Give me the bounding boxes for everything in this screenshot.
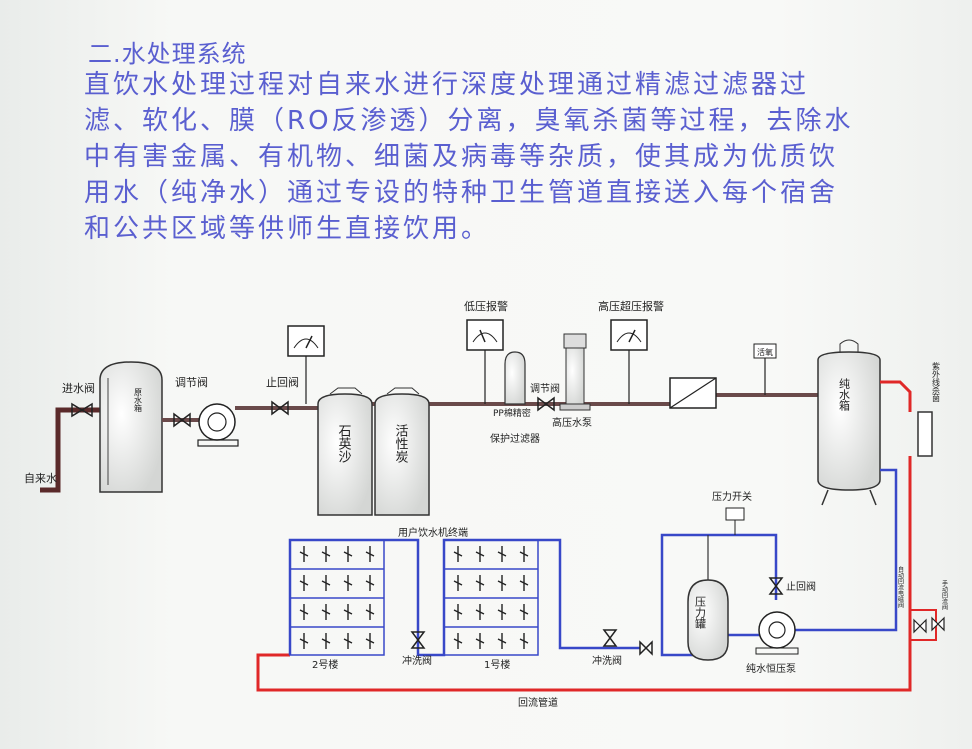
- flush-valve-icon: [602, 629, 653, 656]
- low-pressure-alarm-label: 低压报警: [464, 299, 508, 313]
- high-pressure-alarm-label: 高压超压报警: [598, 299, 664, 313]
- constant-pressure-pump-icon: [755, 611, 799, 655]
- check-valve-1-icon: [271, 400, 289, 416]
- inlet-valve-label: 进水阀: [62, 381, 95, 395]
- description-line-3: 中有害金属、有机物、细菌及病毒等杂质，使其成为优质饮: [84, 142, 839, 172]
- drinking-tap-icon: [343, 546, 353, 562]
- drinking-tap-icon: [519, 633, 529, 649]
- flush-valve-1-label: 冲洗阀: [402, 654, 432, 667]
- drinking-tap-icon: [475, 604, 485, 620]
- pressure-tank-label: 压力罐: [694, 596, 707, 630]
- constant-pressure-pump-label: 纯水恒压泵: [746, 662, 796, 675]
- drinking-tap-icon: [497, 633, 507, 649]
- check-valve-2-icon: [768, 577, 784, 595]
- drinking-tap-icon: [321, 546, 331, 562]
- ozone-label: 活氧: [757, 347, 773, 357]
- inlet-valve-icon: [71, 402, 93, 418]
- check-valve-1-label: 止回阀: [266, 375, 299, 389]
- drinking-tap-icon: [453, 633, 463, 649]
- drinking-tap-icon: [299, 604, 309, 620]
- drinking-tap-icon: [365, 575, 375, 591]
- drinking-tap-icon: [365, 633, 375, 649]
- drinking-tap-icon: [343, 633, 353, 649]
- drinking-tap-icon: [321, 604, 331, 620]
- main-pipe: [162, 393, 820, 422]
- uv-sterilizer-label: 紫外线杀菌: [932, 362, 941, 403]
- drinking-tap-icon: [497, 604, 507, 620]
- quartz-sand-filter: [317, 387, 373, 516]
- regulating-valve-1-icon: [173, 412, 191, 428]
- pressure-tank: [687, 535, 729, 661]
- drinking-taps-icon: [299, 546, 529, 649]
- high-pressure-gauge-icon: [610, 319, 648, 404]
- pp-filter-label-2: 保护过滤器: [490, 432, 540, 445]
- pp-filter-label-1: PP棉精密: [493, 407, 531, 419]
- pp-precision-filter: [504, 351, 526, 405]
- pure-water-tank: [817, 339, 881, 506]
- raw-water-tank: [99, 361, 163, 493]
- feed-pump-icon: [197, 403, 239, 447]
- building-1-label: 1号楼: [484, 658, 510, 671]
- flush-valve-2-label: 冲洗阀: [592, 654, 622, 667]
- drinking-tap-icon: [519, 604, 529, 620]
- uv-sterilizer-icon: [917, 411, 933, 457]
- drinking-tap-icon: [321, 575, 331, 591]
- drinking-tap-icon: [299, 575, 309, 591]
- description-line-2: 滤、软化、膜（RO反渗透）分离，臭氧杀菌等过程，去除水: [84, 106, 854, 136]
- raw-tank-label: 原水箱: [134, 388, 143, 413]
- drinking-tap-icon: [453, 546, 463, 562]
- drinking-tap-icon: [475, 546, 485, 562]
- activated-carbon-label: 活性炭: [393, 424, 409, 464]
- quartz-sand-label: 石英沙: [336, 424, 352, 463]
- check-valve-2-label: 止回阀: [786, 580, 816, 593]
- drinking-tap-icon: [519, 546, 529, 562]
- ozone-generator-icon: [753, 343, 777, 395]
- section-heading: 二.水处理系统: [88, 40, 247, 68]
- inlet-pipe: [40, 407, 100, 493]
- description-line-5: 和公共区域等供师生直接饮用。: [84, 214, 491, 244]
- drinking-tap-icon: [519, 575, 529, 591]
- building-2-label: 2号楼: [312, 658, 338, 671]
- auto-return-valve-label: 自动回流电磁阀: [897, 565, 904, 609]
- drinking-tap-icon: [343, 575, 353, 591]
- drinking-tap-icon: [365, 604, 375, 620]
- drinking-tap-icon: [299, 546, 309, 562]
- drinking-tap-icon: [497, 546, 507, 562]
- building-2-terminals: [289, 539, 385, 656]
- drinking-tap-icon: [299, 633, 309, 649]
- return-pipe-label: 回流管道: [518, 696, 558, 709]
- return-valve-icon: [913, 616, 945, 634]
- drinking-tap-icon: [365, 546, 375, 562]
- building-1-terminals: [443, 539, 539, 656]
- regulating-valve-1-label: 调节阀: [175, 375, 208, 389]
- activated-carbon-filter: [374, 387, 430, 516]
- high-pressure-pump-label: 高压水泵: [552, 416, 592, 429]
- drinking-tap-icon: [321, 633, 331, 649]
- ro-membrane-icon: [669, 377, 717, 409]
- tap-water-label: 自来水: [24, 472, 57, 485]
- description-line-1: 直饮水处理过程对自来水进行深度处理通过精滤过滤器过: [84, 70, 810, 100]
- drinking-tap-icon: [453, 604, 463, 620]
- regulating-valve-2-icon: [537, 396, 555, 412]
- drinking-tap-icon: [475, 575, 485, 591]
- drinking-tap-icon: [343, 604, 353, 620]
- description-line-4: 用水（纯净水）通过专设的特种卫生管道直接送入每个宿舍: [84, 178, 839, 208]
- drinking-tap-icon: [475, 633, 485, 649]
- low-pressure-gauge-icon: [466, 319, 504, 404]
- manual-return-valve-label: 手动回流阀: [941, 579, 948, 611]
- pressure-switch-icon: [725, 507, 745, 535]
- pressure-switch-label: 压力开关: [712, 490, 752, 503]
- pressure-gauge-1-icon: [287, 325, 325, 404]
- pure-water-tank-label: 纯水箱: [838, 378, 851, 412]
- return-pipe-red: [256, 380, 912, 692]
- drinking-tap-icon: [497, 575, 507, 591]
- drinking-tap-icon: [453, 575, 463, 591]
- regulating-valve-2-label: 调节阀: [530, 382, 560, 395]
- user-terminals-label: 用户饮水机终端: [398, 526, 468, 539]
- building-flush-valve-icon: [410, 631, 426, 649]
- high-pressure-pump-icon: [559, 333, 591, 411]
